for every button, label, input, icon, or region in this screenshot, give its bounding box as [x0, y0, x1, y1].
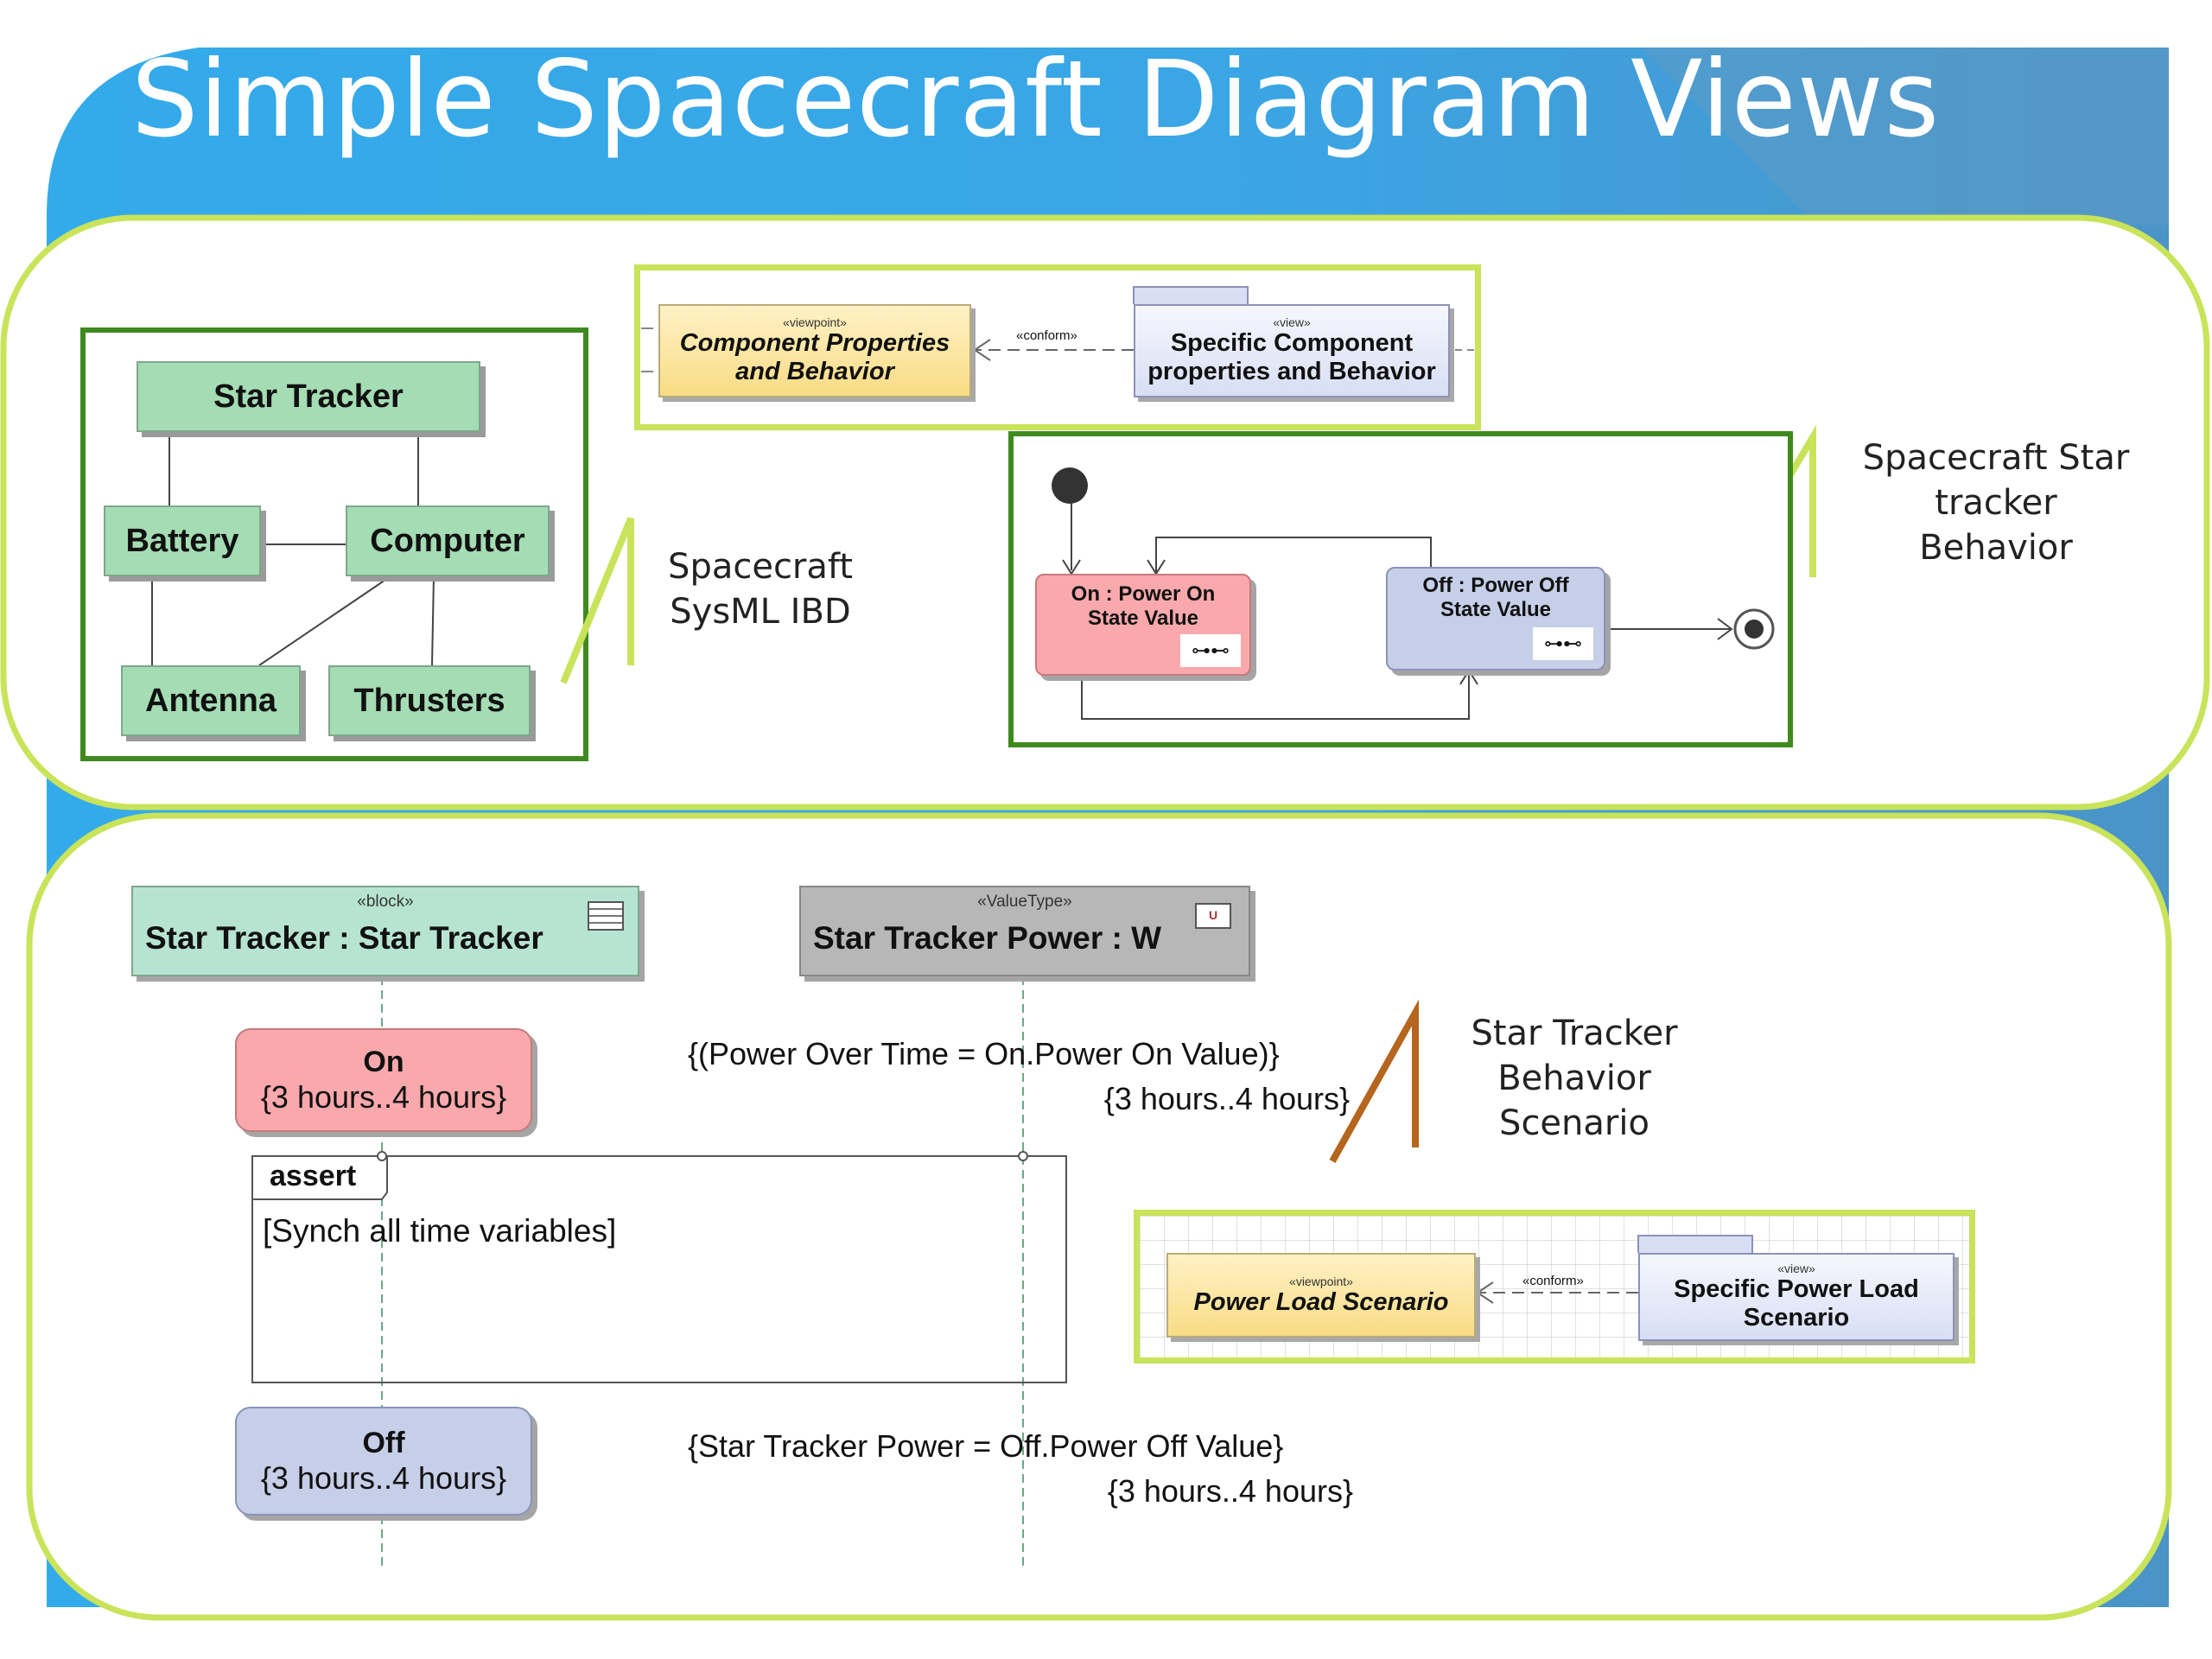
top-viewpoint: «viewpoint» Component Properties and Beh… — [658, 304, 971, 397]
ibd-block-computer: Computer — [346, 505, 550, 576]
bottom-conform-label: «conform» — [1522, 1274, 1584, 1288]
ibd-block-battery: Battery — [104, 505, 261, 576]
sm-state-off: Off : Power Off State Value ⊶⊷ — [1386, 567, 1605, 671]
seq-state-off: Off {3 hours..4 hours} — [235, 1407, 532, 1516]
assert-guard: [Synch all time variables] — [263, 1213, 617, 1249]
top-conform-label: «conform» — [1016, 328, 1077, 343]
bottom-panel — [26, 812, 2172, 1621]
ibd-block-star-tracker: Star Tracker — [137, 361, 480, 432]
value-type-icon: U — [1195, 903, 1231, 929]
ibd-frame — [80, 327, 588, 761]
constraint-star-tracker-power: {Star Tracker Power = Off.Power Off Valu… — [688, 1428, 1353, 1509]
slide-title: Simple Spacecraft Diagram Views — [131, 38, 1941, 161]
seq-lifeline-star-tracker: «block» Star Tracker : Star Tracker — [131, 886, 639, 976]
bottom-viewpoint: «viewpoint» Power Load Scenario — [1166, 1253, 1476, 1338]
initial-state — [1052, 467, 1088, 504]
constraint-power-over-time: {(Power Over Time = On.Power On Value)} … — [688, 1036, 1350, 1116]
assert-fragment — [251, 1155, 1067, 1383]
block-icon — [588, 901, 624, 931]
ibd-block-antenna: Antenna — [121, 665, 301, 736]
assert-label: assert — [270, 1160, 357, 1192]
top-view: «view» Specific Component properties and… — [1134, 304, 1450, 397]
sequence-callout — [1329, 999, 1419, 1163]
ibd-callout — [560, 517, 634, 684]
ibd-caption: Spacecraft SysML IBD — [668, 547, 853, 632]
state-machine-caption: Spacecraft Star tracker Behavior — [1862, 438, 2130, 568]
sm-state-on: On : Power On State Value ⊶⊷ — [1035, 574, 1251, 676]
seq-state-on: On {3 hours..4 hours} — [235, 1028, 532, 1132]
ibd-block-thrusters: Thrusters — [328, 665, 531, 736]
header-stripe — [1642, 48, 2169, 225]
seq-lifeline-star-tracker-power: «ValueType» Star Tracker Power : W U — [799, 886, 1250, 976]
bottom-view: «view» Specific Power Load Scenario — [1638, 1253, 1955, 1341]
sub-machine-icon: ⊶⊷ — [1533, 627, 1593, 660]
sub-machine-icon: ⊶⊷ — [1180, 634, 1241, 667]
sequence-caption: Star Tracker Behavior Scenario — [1471, 1014, 1678, 1143]
